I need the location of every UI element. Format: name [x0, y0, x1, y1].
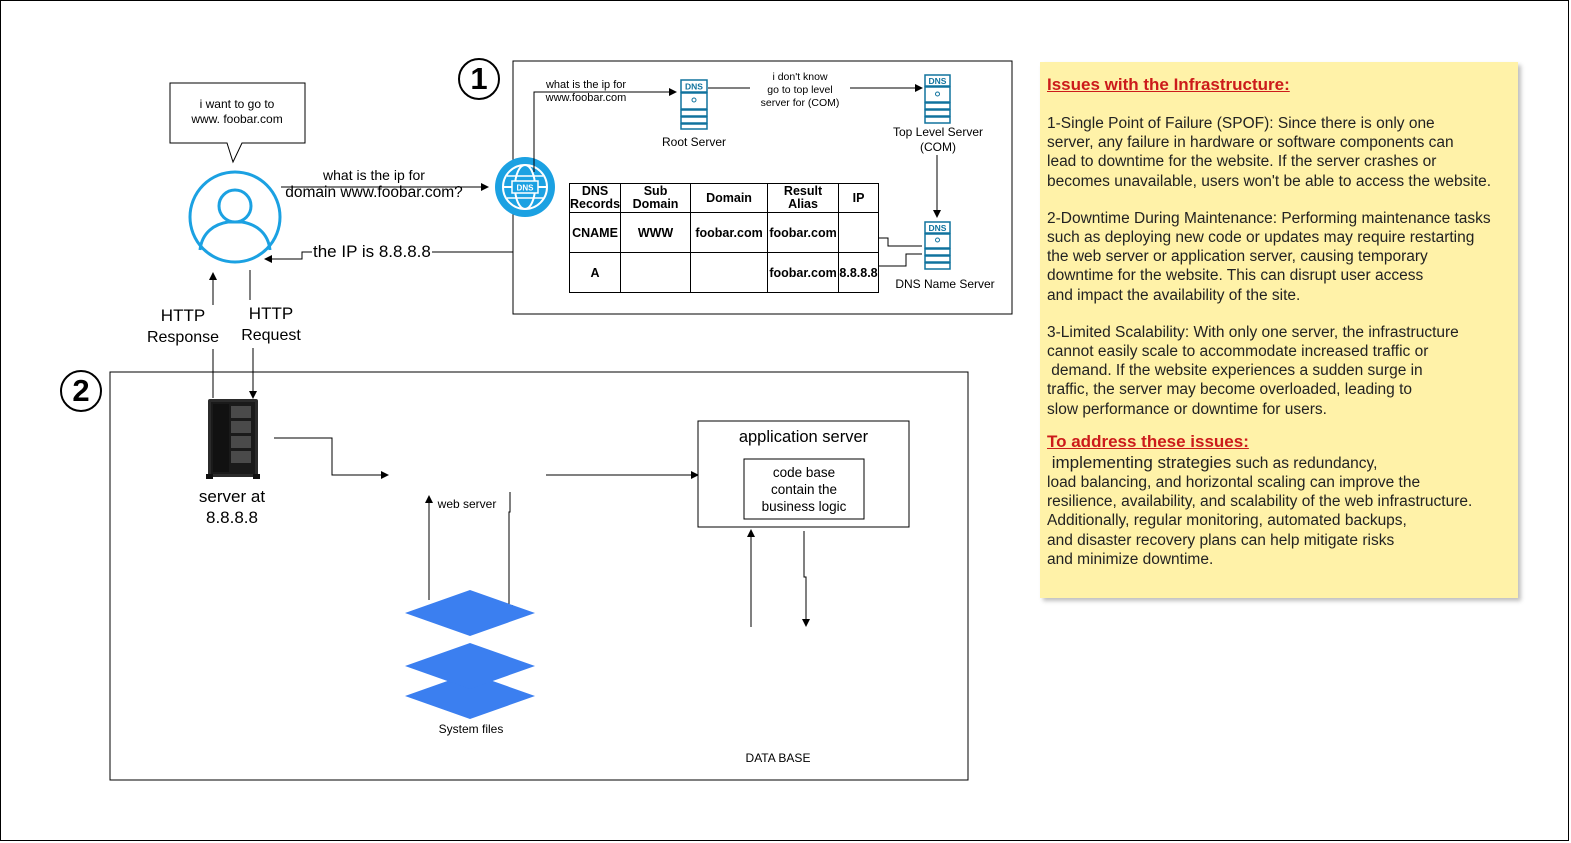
note-line-rest: such as redundancy, — [1231, 454, 1378, 472]
ip-answer: the IP is 8.8.8.8 — [312, 242, 432, 262]
svg-text:DNS: DNS — [929, 76, 947, 86]
question-line-1: what is the ip for — [323, 167, 425, 183]
infrastructure-issues-note: Issues with the Infrastructure: 1-Single… — [1040, 62, 1518, 598]
code-line-2: contain the — [770, 482, 838, 497]
svg-text:DNS: DNS — [685, 82, 703, 92]
http-response-label: HTTP Response — [145, 305, 221, 349]
table-cell: foobar.com — [767, 252, 840, 293]
table-cell: 8.8.8.8 — [838, 252, 880, 293]
svg-text:DNS: DNS — [517, 184, 535, 193]
table-cell: A — [568, 252, 622, 293]
note-line: 3-Limited Scalability: With only one ser… — [1047, 323, 1459, 341]
tld-server-label: Top Level Server (COM) — [884, 125, 992, 155]
http-response-line-1: HTTP — [160, 306, 206, 325]
bubble-line-1: i want to go to — [199, 97, 275, 111]
code-base-label: code base contain the business logic — [744, 464, 864, 515]
section-1-marker: 1 — [458, 58, 500, 100]
server-ip-label: server at 8.8.8.8 — [184, 486, 280, 528]
note-line: demand. If the website experiences a sud… — [1047, 362, 1423, 380]
http-request-line-2: Request — [241, 327, 301, 344]
dns-globe-icon: DNS — [495, 157, 555, 217]
query-line-2: www.foobar.com — [545, 92, 627, 104]
note-line: implementing strategies such as redundan… — [1047, 453, 1518, 473]
http-request-label: HTTP Request — [237, 303, 305, 347]
question-line-2: domain www.foobar.com? — [285, 184, 463, 201]
table-header: Result Alias — [767, 183, 840, 213]
root-response-label: i don't know go to top level server for … — [750, 71, 850, 110]
table-cell — [620, 252, 692, 293]
note-line: 1-Single Point of Failure (SPOF): Since … — [1047, 115, 1435, 132]
server-line-2: 8.8.8.8 — [206, 508, 258, 527]
table-header: Domain — [690, 183, 769, 213]
note-emphasis: implementing strategies — [1047, 452, 1232, 472]
table-cell: foobar.com — [767, 212, 840, 253]
note-line: traffic, the server may become overloade… — [1047, 381, 1413, 399]
code-line-3: business logic — [761, 499, 847, 514]
tld-line-2: (COM) — [920, 140, 956, 154]
note-line: Additionally, regular monitoring, automa… — [1047, 512, 1407, 530]
note-line: slow performance or downtime for users. — [1047, 400, 1327, 418]
user-question: what is the ip for domain www.foobar.com… — [282, 166, 466, 202]
application-server-label: application server — [738, 428, 869, 446]
table-cell — [690, 252, 769, 293]
root-server-label: Root Server — [661, 135, 727, 149]
dont-know-line-1: i don't know — [772, 71, 828, 83]
server-infrastructure-box — [109, 371, 969, 781]
dont-know-line-2: go to top level — [767, 84, 833, 96]
table-row: A foobar.com 8.8.8.8 — [568, 252, 880, 293]
tld-server-dns-icon: DNS — [924, 74, 951, 124]
note-line: 2-Downtime During Maintenance: Performin… — [1047, 209, 1491, 227]
note-line: server, any failure in hardware or softw… — [1047, 134, 1454, 152]
http-response-line-2: Response — [146, 329, 220, 346]
note-line: becomes unavailable, users won't be able… — [1047, 172, 1492, 190]
system-files-layers-icon — [405, 590, 535, 719]
table-cell: WWW — [620, 212, 692, 253]
query-line-1: what is the ip for — [545, 79, 627, 91]
dont-know-line-3: server for (COM) — [760, 97, 840, 109]
server-rack-icon — [206, 399, 260, 479]
table-cell: CNAME — [568, 212, 622, 253]
note-line: downtime for the website. This can disru… — [1047, 267, 1424, 285]
root-server-dns-icon: DNS — [680, 79, 708, 130]
table-row: CNAME WWW foobar.com foobar.com — [568, 212, 880, 253]
speech-bubble-text: i want to go to www. foobar.com — [172, 97, 302, 127]
note-line: and impact the availability of the site. — [1047, 286, 1301, 304]
section-2-marker: 2 — [60, 370, 102, 412]
dns-name-server-label: DNS Name Server — [895, 277, 995, 291]
note-title: Issues with the Infrastructure: — [1047, 75, 1290, 94]
code-line-1: code base — [772, 465, 836, 480]
note-line: lead to downtime for the website. If the… — [1047, 153, 1437, 171]
table-cell: foobar.com — [690, 212, 769, 253]
resolver-query-label: what is the ip for www.foobar.com — [538, 79, 634, 105]
tld-line-1: Top Level Server — [892, 125, 984, 139]
table-header: IP — [838, 183, 880, 213]
note-line: cannot easily scale to accommodate incre… — [1047, 343, 1429, 361]
table-cell — [838, 212, 880, 253]
note-line: load balancing, and horizontal scaling c… — [1047, 474, 1421, 492]
note-line: and minimize downtime. — [1047, 550, 1214, 568]
note-line: resilience, availability, and scalabilit… — [1047, 493, 1473, 511]
note-subtitle: To address these issues: — [1047, 431, 1249, 451]
bubble-line-2: www. foobar.com — [191, 112, 283, 126]
note-line: the web server or application server, ca… — [1047, 248, 1428, 266]
svg-text:DNS: DNS — [929, 223, 947, 233]
speech-bubble — [169, 82, 306, 164]
user-icon — [188, 170, 282, 264]
http-request-line-1: HTTP — [248, 304, 294, 323]
server-line-1: server at — [198, 487, 266, 506]
system-files-label: System files — [438, 722, 504, 736]
web-server-label: web server — [437, 497, 497, 511]
note-line: such as deploying new code or updates ma… — [1047, 229, 1475, 247]
code-base-box — [743, 458, 865, 520]
name-server-dns-icon: DNS — [924, 221, 951, 270]
database-label: DATA BASE — [745, 751, 811, 765]
note-line: and disaster recovery plans can help mit… — [1047, 531, 1395, 549]
